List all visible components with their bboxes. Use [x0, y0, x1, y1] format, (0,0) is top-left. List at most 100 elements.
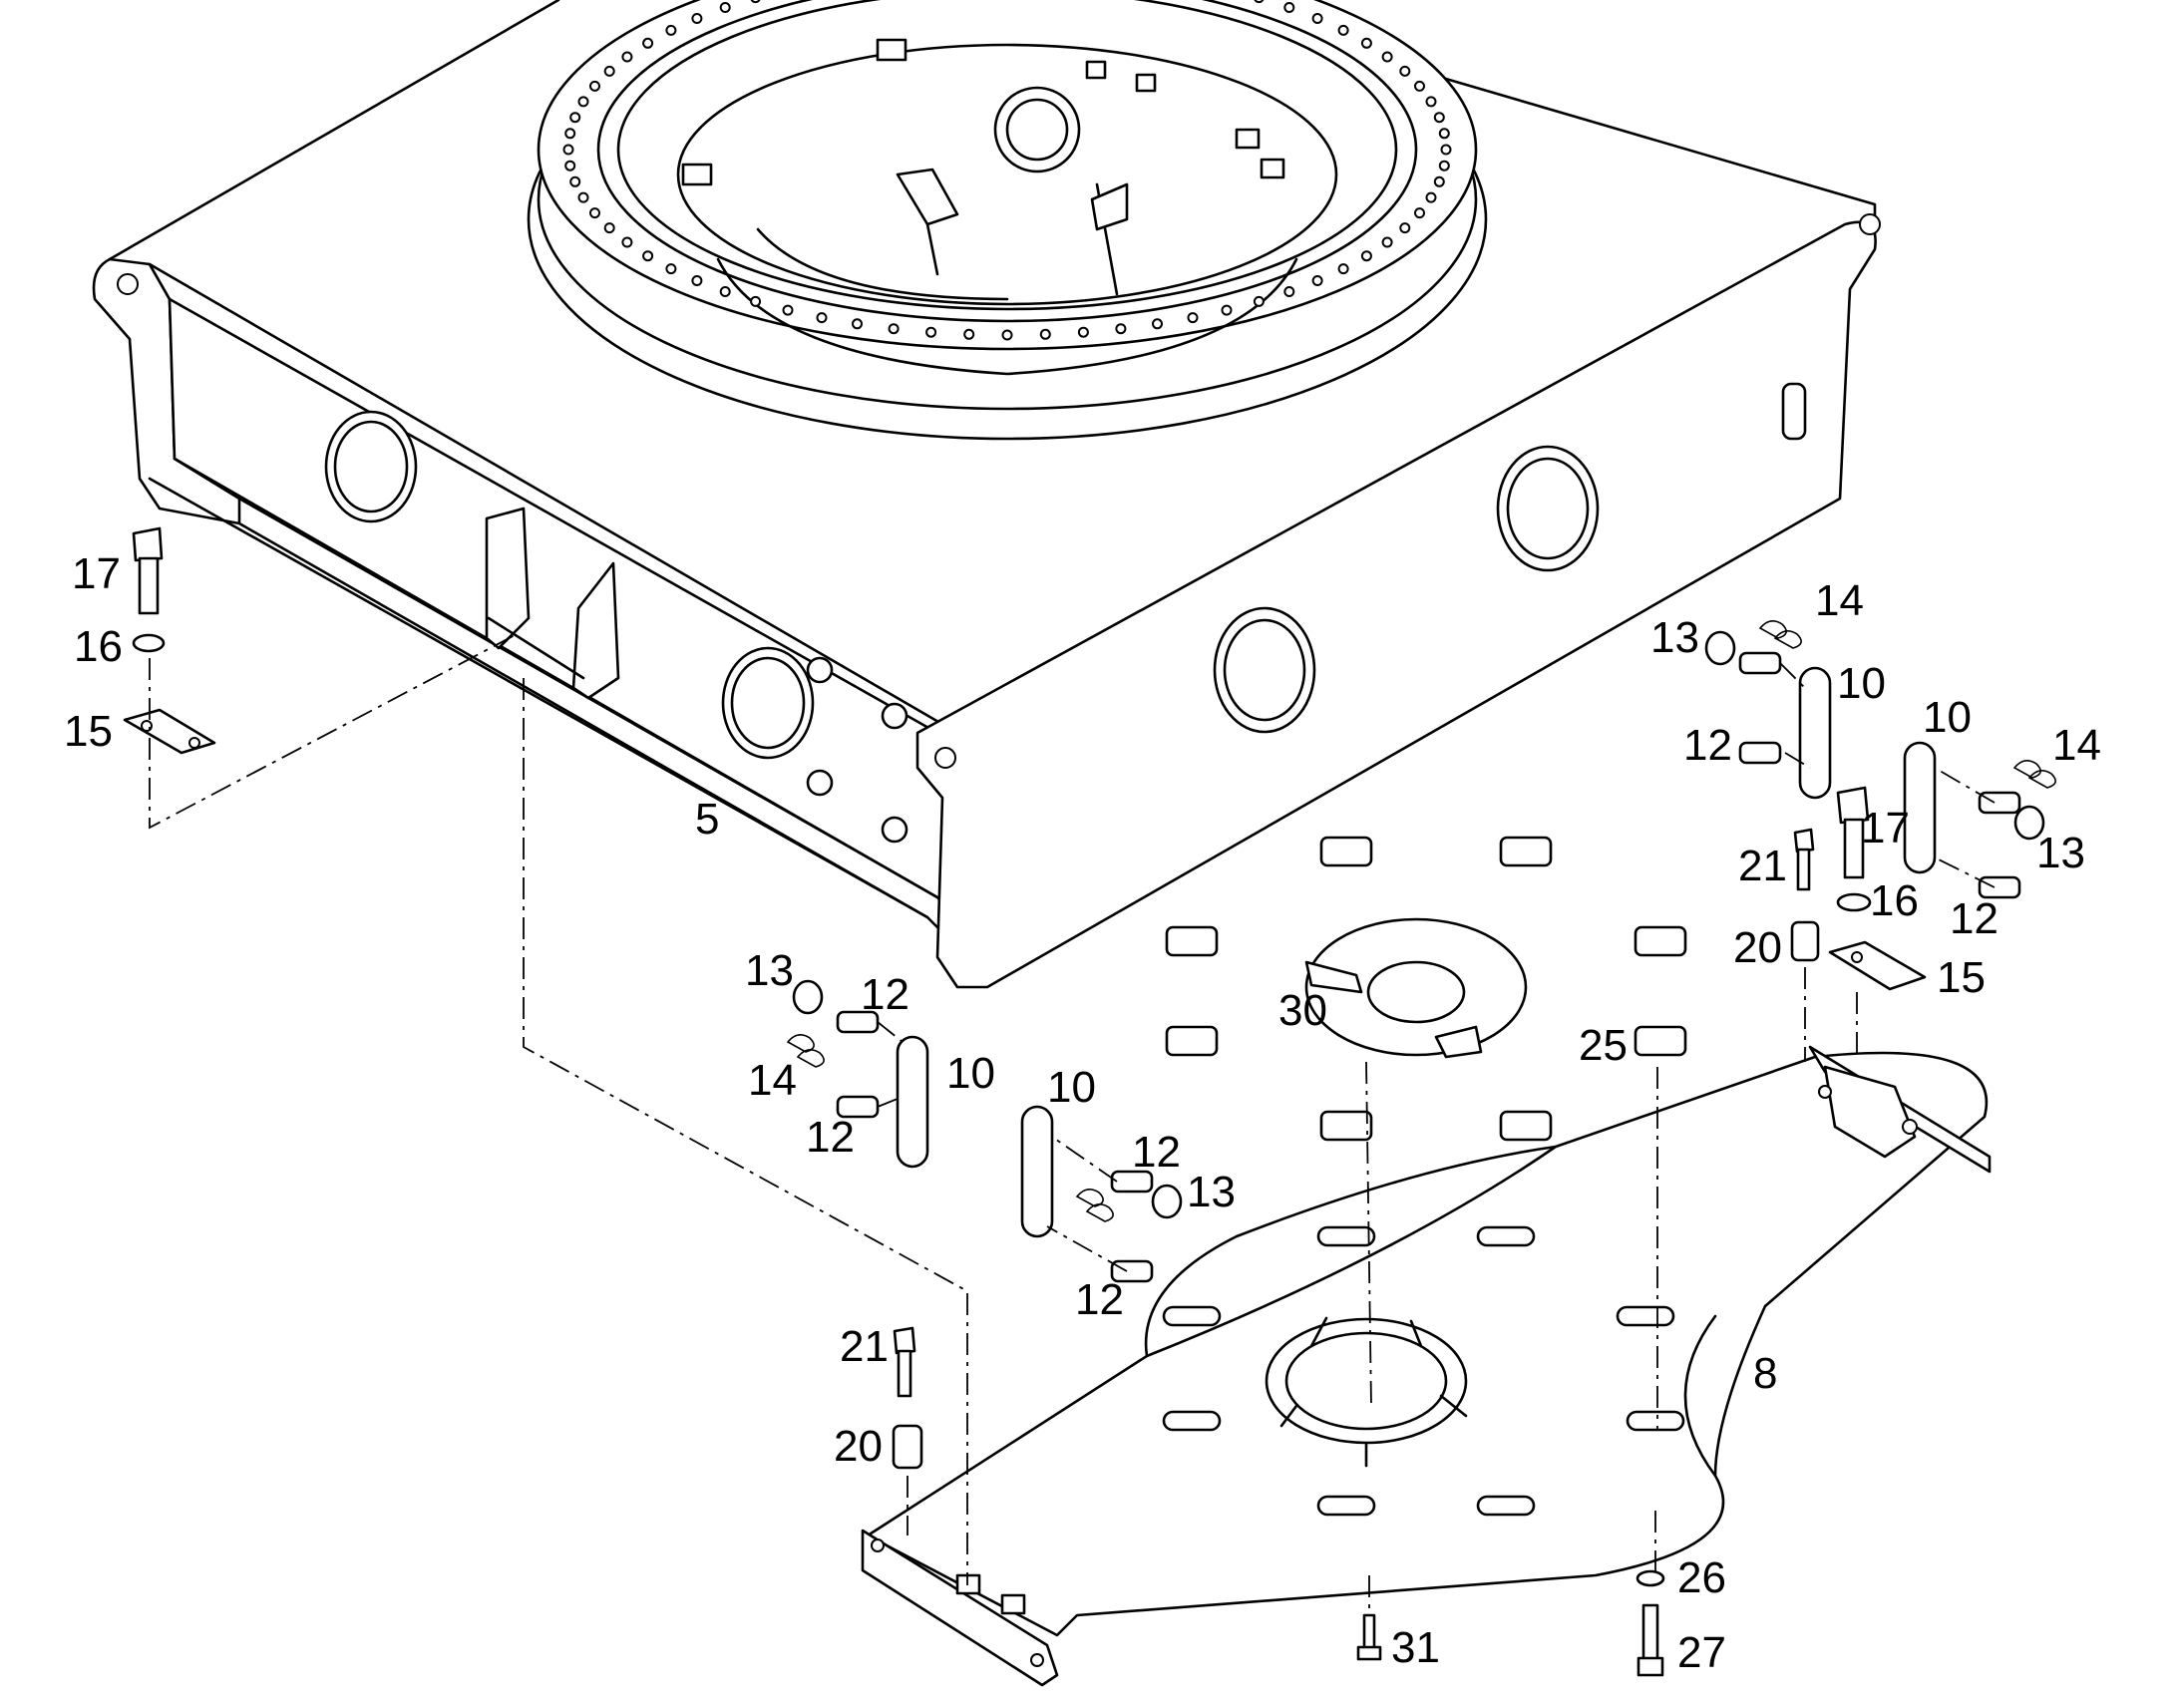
- ring-bolt-hole: [1425, 191, 1437, 203]
- ring-bolt-hole: [1381, 51, 1393, 63]
- main-frame: [92, 0, 1881, 989]
- ring-bolt-hole: [888, 323, 900, 335]
- callout-13: 13: [745, 946, 794, 995]
- callout-31: 31: [1391, 1623, 1440, 1672]
- ring-bolt-hole: [665, 263, 677, 275]
- ring-bolt-hole: [1438, 128, 1450, 140]
- ring-bolt-hole: [562, 144, 574, 156]
- ring-bolt-hole: [719, 2, 731, 13]
- bolts-bottom: [1356, 1569, 1665, 1677]
- plate-slot: [1162, 1305, 1222, 1327]
- callout-5: 5: [695, 795, 719, 844]
- wear-pad: [1319, 836, 1373, 867]
- ring-bolt-hole: [1001, 329, 1013, 341]
- washers-13: [792, 630, 2045, 1219]
- callout-17: 17: [1861, 804, 1910, 853]
- plate-slot: [1316, 1495, 1376, 1517]
- callout-16: 16: [1870, 876, 1919, 925]
- ring-bolt-hole: [782, 304, 794, 316]
- ring-bolt-hole: [1254, 0, 1265, 4]
- callout-13: 13: [1187, 1168, 1236, 1216]
- callout-12: 12: [1683, 721, 1732, 770]
- wear-pad: [1634, 1025, 1687, 1057]
- callout-15: 15: [1937, 953, 1986, 1002]
- bolts-21-spacers-20: [892, 828, 1820, 1470]
- callout-30: 30: [1278, 986, 1327, 1035]
- plate-slot: [1162, 1410, 1222, 1432]
- wear-pad: [1165, 925, 1219, 957]
- ring-bolt-hole: [1360, 250, 1372, 262]
- ring-bolt-hole: [719, 286, 731, 297]
- ring-bolt-hole: [1115, 323, 1127, 335]
- callout-20: 20: [1733, 923, 1782, 972]
- ring-bolt-hole: [569, 112, 581, 124]
- callout-14: 14: [1815, 576, 1864, 625]
- small-parts: [123, 526, 2056, 1677]
- ring-bolt-hole: [577, 96, 589, 108]
- ring-bolt-hole: [1440, 144, 1452, 156]
- assembly-lines: [149, 632, 1996, 1615]
- ring-bolt-hole: [816, 312, 828, 324]
- ring-bolt-hole: [1337, 24, 1349, 36]
- ring-bolt-hole: [564, 128, 576, 140]
- disc-30: [1304, 917, 1528, 1059]
- ring-bolt-hole: [1425, 96, 1437, 108]
- ring-bolt-hole: [925, 326, 937, 338]
- ring-bolt-hole: [577, 191, 589, 203]
- callout-10: 10: [1047, 1063, 1096, 1112]
- ring-bolt-hole: [1311, 275, 1323, 286]
- ring-bolt-holes: [562, 0, 1452, 341]
- ring-bolt-hole: [589, 207, 600, 219]
- link-10-left: [896, 666, 1937, 1238]
- ring-bolt-hole: [1433, 112, 1445, 124]
- ring-bolt-hole: [1438, 160, 1450, 171]
- plate-slot: [1616, 1305, 1675, 1327]
- ring-bolt-hole: [1381, 236, 1393, 248]
- ring-bolt-hole: [621, 51, 633, 63]
- ring-bolt-hole: [963, 328, 975, 340]
- ring-bolt-hole: [691, 275, 703, 286]
- ring-bolt-hole: [1152, 318, 1163, 330]
- slewing-ring: [527, 0, 1488, 441]
- wear-pad: [1634, 925, 1687, 957]
- callout-12: 12: [1950, 894, 1998, 943]
- callout-21: 21: [840, 1322, 889, 1371]
- callout-13: 13: [1650, 613, 1699, 662]
- callout-14: 14: [2052, 721, 2101, 770]
- ring-bolt-hole: [1360, 37, 1372, 49]
- wear-pad: [1499, 1110, 1553, 1142]
- ring-bolt-hole: [642, 37, 654, 49]
- ring-bolt-hole: [1187, 312, 1199, 324]
- ring-bolt-hole: [1311, 13, 1323, 24]
- ring-bolt-hole: [1221, 304, 1233, 316]
- ring-bolt-hole: [642, 250, 654, 262]
- ring-bolt-hole: [589, 80, 600, 92]
- ring-bolt-hole: [1283, 286, 1295, 297]
- ring-bolt-hole: [852, 318, 863, 330]
- wear-pad: [1319, 1110, 1373, 1142]
- callout-17: 17: [72, 549, 121, 598]
- callout-26: 26: [1677, 1553, 1726, 1602]
- ring-bolt-hole: [1337, 263, 1349, 275]
- ring-bolt-hole: [621, 236, 633, 248]
- ring-bolt-hole: [1414, 207, 1425, 219]
- plate-slots: [1162, 1225, 1685, 1517]
- split-pins-14: [786, 620, 2056, 1222]
- callout-labels: 5 8 10 10 10 10 12 12 12 12 12 12 13 13 …: [64, 549, 2101, 1677]
- ring-bolt-hole: [1253, 295, 1265, 307]
- ring-bolt-hole: [603, 65, 615, 77]
- ring-bolt-hole: [1433, 175, 1445, 187]
- ring-bolt-hole: [750, 0, 761, 4]
- ring-bolt-hole: [1283, 2, 1295, 13]
- callout-20: 20: [834, 1422, 883, 1471]
- ring-bolt-hole: [691, 13, 703, 24]
- callout-15: 15: [64, 707, 113, 756]
- plate-slot: [1316, 1225, 1376, 1247]
- ring-bolt-hole: [1399, 65, 1411, 77]
- callout-16: 16: [74, 622, 123, 671]
- callout-25: 25: [1579, 1021, 1628, 1070]
- callout-10: 10: [1923, 693, 1972, 742]
- callout-12: 12: [1075, 1275, 1124, 1324]
- ring-bolt-hole: [1077, 326, 1089, 338]
